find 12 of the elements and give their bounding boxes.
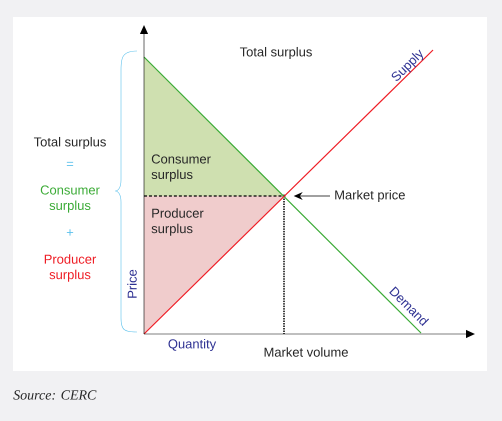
consumer-surplus-area: Consumer surplus (144, 57, 284, 196)
source-note: Source: CERC (13, 390, 96, 400)
equilibrium-point (282, 194, 286, 198)
chart-title: Total surplus (240, 46, 312, 60)
formula-text: Consumer surplus (40, 185, 100, 213)
formula-text: = (66, 162, 74, 166)
producer-surplus-area: Producer surplus (144, 196, 284, 334)
formula-text: Total surplus (34, 136, 106, 150)
axis-label: Market volume (264, 347, 348, 357)
formula-text: Producer surplus (44, 254, 96, 282)
annotation-text: Market price (335, 190, 405, 202)
formula-text: + (66, 229, 74, 236)
